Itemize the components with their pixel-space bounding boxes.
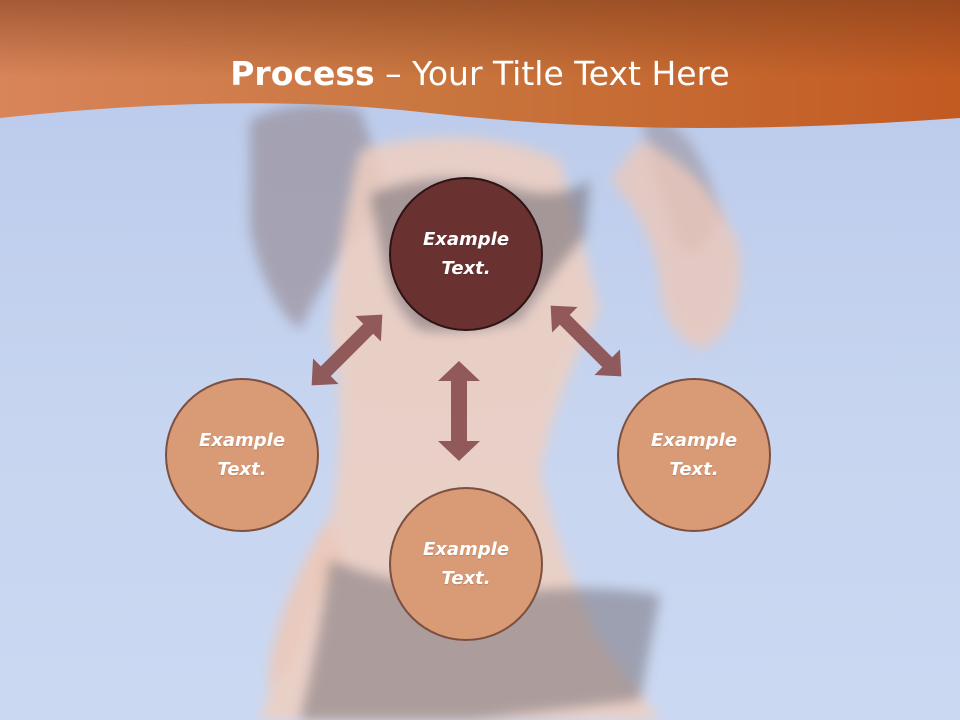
title-rest: Your Title Text Here [412, 54, 730, 93]
arrow-vertical [438, 361, 480, 461]
node-center[interactable]: Example Text. [389, 177, 543, 331]
node-right-label: Example Text. [650, 430, 738, 480]
node-center-label: Example Text. [422, 229, 510, 279]
arrow-left-diagonal [311, 314, 383, 386]
node-left[interactable]: Example Text. [165, 378, 319, 532]
header-band [0, 0, 960, 128]
arrow-right-diagonal [550, 305, 622, 377]
slide-title: Process – Your Title Text Here [0, 52, 960, 96]
title-dash: – [374, 54, 413, 93]
node-right[interactable]: Example Text. [617, 378, 771, 532]
node-bottom[interactable]: Example Text. [389, 487, 543, 641]
node-left-label: Example Text. [198, 430, 286, 480]
title-strong: Process [230, 54, 375, 93]
node-bottom-label: Example Text. [422, 539, 510, 589]
